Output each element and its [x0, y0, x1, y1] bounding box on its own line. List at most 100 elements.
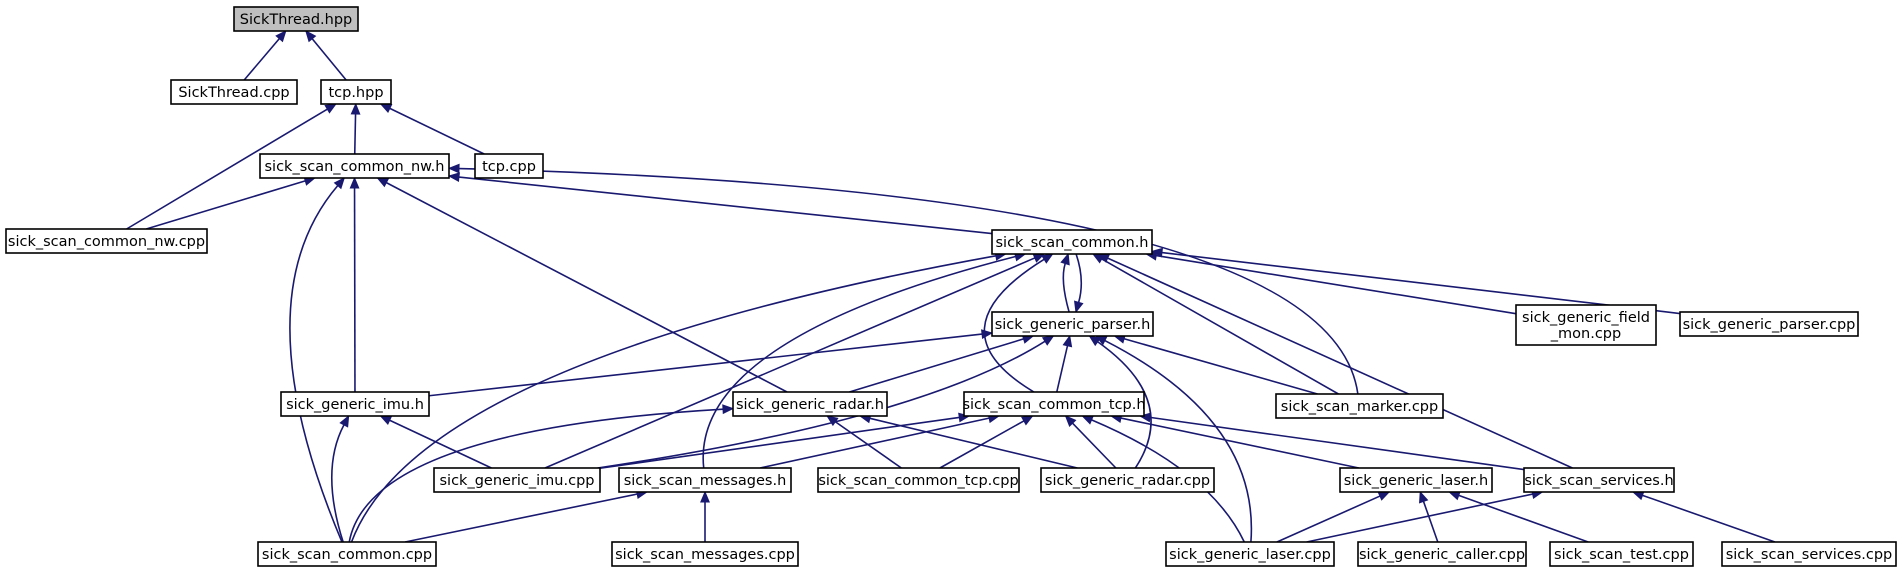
edge-sick_scan_common_tcp_h-to-sick_generic_parser_h [1056, 345, 1069, 393]
node-box [1165, 541, 1335, 567]
node-tcp-cpp[interactable]: tcp.cpp [474, 153, 544, 179]
arrowhead-tcp_hpp-to-sickthread_hpp [305, 30, 317, 43]
edge-sick_generic_imu_cpp-to-sick_scan_common_h [544, 257, 1036, 469]
arrowhead-sick_generic_caller_cpp-to-sick_generic_laser_h [1419, 490, 1429, 504]
edge-sick_generic_laser_h-to-sick_scan_common_tcp_h [1120, 417, 1360, 469]
node-sick-generic-caller-cpp[interactable]: sick_generic_caller.cpp [1357, 541, 1527, 567]
edge-sick_scan_common_cpp-to-sick_scan_common_h [350, 254, 996, 543]
node-box [474, 153, 544, 179]
node-sick-generic-parser-cpp[interactable]: sick_generic_parser.cpp [1679, 311, 1859, 337]
node-sick-generic-laser-cpp[interactable]: sick_generic_laser.cpp [1165, 541, 1335, 567]
node-sick-scan-services-cpp[interactable]: sick_scan_services.cpp [1721, 541, 1897, 567]
node-sick-generic-radar-cpp[interactable]: sick_generic_radar.cpp [1040, 467, 1215, 493]
edge-sick_generic_radar_h-to-sick_generic_parser_h [849, 338, 1024, 393]
node-label: tcp.hpp [328, 85, 383, 101]
node-sick-scan-messages-cpp[interactable]: sick_scan_messages.cpp [611, 541, 799, 567]
edge-sick_scan_messages_h-to-sick_scan_common_tcp_h [759, 417, 990, 469]
node-sick-scan-services-h[interactable]: sick_scan_services.h [1523, 467, 1675, 493]
node-sick-scan-common-h[interactable]: sick_scan_common.h [991, 229, 1153, 255]
node-label: sick_scan_services.h [1524, 473, 1673, 489]
node-label: sick_scan_services.cpp [1726, 547, 1893, 563]
node-sick-scan-common-tcp-cpp[interactable]: sick_scan_common_tcp.cpp [817, 467, 1020, 493]
arrowhead-sick_generic_radar_cpp-to-sick_scan_common_tcp_h [1064, 415, 1077, 427]
edge-sick_generic_radar_cpp-to-sick_generic_radar_h [869, 417, 1078, 469]
edge-sick_generic_imu_h-to-sick_generic_parser_h [428, 333, 983, 397]
node-box [817, 467, 1020, 493]
edge-sick_scan_test_cpp-to-sick_generic_laser_h [1458, 494, 1589, 543]
node-label: SickThread.cpp [178, 85, 289, 101]
node-label: sick_generic_parser.cpp [1683, 317, 1856, 333]
node-sick-generic-field-mon-cpp[interactable]: sick_generic_field_mon.cpp [1515, 304, 1657, 346]
arrowhead-sick_scan_marker_cpp-to-sick_scan_common_nw_h [447, 163, 460, 174]
edge-sick_scan_services_cpp-to-sick_scan_services_h [1642, 494, 1776, 543]
arrowhead-sick_scan_common_nw_cpp-to-tcp_hpp [324, 103, 338, 114]
edge-sick_scan_common_h-to-sick_generic_parser_h [1075, 253, 1083, 303]
arrowhead-sick_generic_parser_h-to-sick_scan_common_h [1060, 252, 1070, 266]
arrowhead-sick_generic_parser_cpp-to-sick_scan_common_h [1150, 247, 1164, 258]
node-box [170, 79, 298, 105]
arrowhead-sickthread_cpp-to-sickthread_hpp [275, 30, 287, 43]
node-label: sick_scan_common_nw.cpp [8, 234, 205, 250]
edge-sick_scan_common_tcp_h-to-sick_scan_common_h [983, 258, 1045, 393]
edge-sick_generic_radar_cpp-to-sick_generic_parser_h [1097, 341, 1152, 469]
node-sick-generic-parser-h[interactable]: sick_generic_parser.h [991, 311, 1154, 337]
node-sick-scan-marker-cpp[interactable]: sick_scan_marker.cpp [1275, 393, 1444, 419]
arrowhead-sick_generic_radar_h-to-sick_scan_common_nw_h [376, 177, 390, 188]
node-box [259, 153, 450, 179]
edge-sick_generic_caller_cpp-to-sick_generic_laser_h [1422, 501, 1439, 543]
edge-sickthread_cpp-to-sickthread_hpp [243, 38, 280, 81]
edge-tcp_hpp-to-sickthread_hpp [311, 38, 347, 81]
node-box [1515, 304, 1657, 346]
node-label: sick_generic_imu.cpp [440, 473, 595, 489]
node-tcp-hpp[interactable]: tcp.hpp [320, 79, 392, 105]
node-label: sick_scan_messages.cpp [615, 547, 795, 563]
node-sick-generic-radar-h[interactable]: sick_generic_radar.h [732, 391, 888, 417]
edge-sick_scan_services_h-to-sick_scan_common_h [1107, 257, 1573, 469]
node-box [1679, 311, 1859, 337]
node-label: sick_generic_imu.h [286, 397, 424, 413]
node-box [1721, 541, 1897, 567]
edge-sick_scan_services_h-to-sick_scan_common_tcp_h [1149, 416, 1525, 471]
node-label: _mon.cpp [1550, 326, 1621, 342]
node-label: sick_generic_radar.h [736, 397, 884, 413]
node-label: sick_scan_test.cpp [1554, 547, 1689, 563]
graph-edges [126, 30, 1776, 543]
edge-sick_scan_common_tcp_cpp-to-sick_scan_common_tcp_h [939, 420, 1025, 469]
node-sick-generic-imu-h[interactable]: sick_generic_imu.h [280, 391, 430, 417]
node-sick-scan-common-nw-cpp[interactable]: sick_scan_common_nw.cpp [5, 228, 208, 254]
node-sickthread-cpp[interactable]: SickThread.cpp [170, 79, 298, 105]
node-sick-scan-common-tcp-h[interactable]: sick_scan_common_tcp.h [962, 391, 1146, 417]
node-label: sick_generic_radar.cpp [1045, 473, 1210, 489]
node-sick-generic-laser-h[interactable]: sick_generic_laser.h [1339, 467, 1493, 493]
node-box [991, 311, 1154, 337]
node-box [1275, 393, 1444, 419]
node-sick-scan-common-cpp[interactable]: sick_scan_common.cpp [257, 541, 437, 567]
node-box [1357, 541, 1527, 567]
node-sick-generic-imu-cpp[interactable]: sick_generic_imu.cpp [433, 467, 601, 493]
arrowhead-sick_scan_common_h-to-sick_generic_parser_h [1074, 300, 1084, 314]
edge-sick_generic_laser_cpp-to-sick_scan_services_h [1306, 493, 1533, 543]
node-sick-scan-messages-h[interactable]: sick_scan_messages.h [618, 467, 792, 493]
node-box [1549, 541, 1694, 567]
node-label: sick_scan_marker.cpp [1281, 399, 1438, 415]
edge-sick_generic_laser_cpp-to-sick_generic_parser_h [1104, 339, 1253, 543]
arrowhead-sick_scan_common_cpp-to-sick_generic_imu_h [339, 414, 350, 428]
node-label: sick_generic_laser.cpp [1169, 547, 1331, 563]
node-sick-scan-common-nw-h[interactable]: sick_scan_common_nw.h [259, 153, 450, 179]
arrowhead-sick_generic_imu_cpp-to-sick_generic_parser_h [1041, 335, 1055, 346]
node-box [963, 391, 1145, 417]
node-label: sick_generic_field [1522, 310, 1650, 326]
arrowhead-sick_scan_common_h-to-sick_scan_common_nw_h [447, 172, 460, 183]
arrowhead-sick_generic_imu_h-to-sick_scan_common_nw_h [349, 176, 360, 189]
node-label: SickThread.hpp [240, 12, 353, 28]
arrowhead-tcp_cpp-to-tcp_hpp [379, 103, 393, 114]
node-box [1339, 467, 1493, 493]
edge-sick_scan_messages_h-to-sick_scan_common_h [702, 255, 1016, 469]
node-sick-scan-test-cpp[interactable]: sick_scan_test.cpp [1549, 541, 1694, 567]
node-box [320, 79, 392, 105]
node-sickthread-hpp[interactable]: SickThread.hpp [233, 6, 359, 32]
edge-sick_generic_imu_cpp-to-sick_scan_common_tcp_h [599, 416, 960, 470]
edge-sick_scan_common_cpp-to-sick_generic_radar_h [348, 408, 724, 543]
node-box [611, 541, 799, 567]
